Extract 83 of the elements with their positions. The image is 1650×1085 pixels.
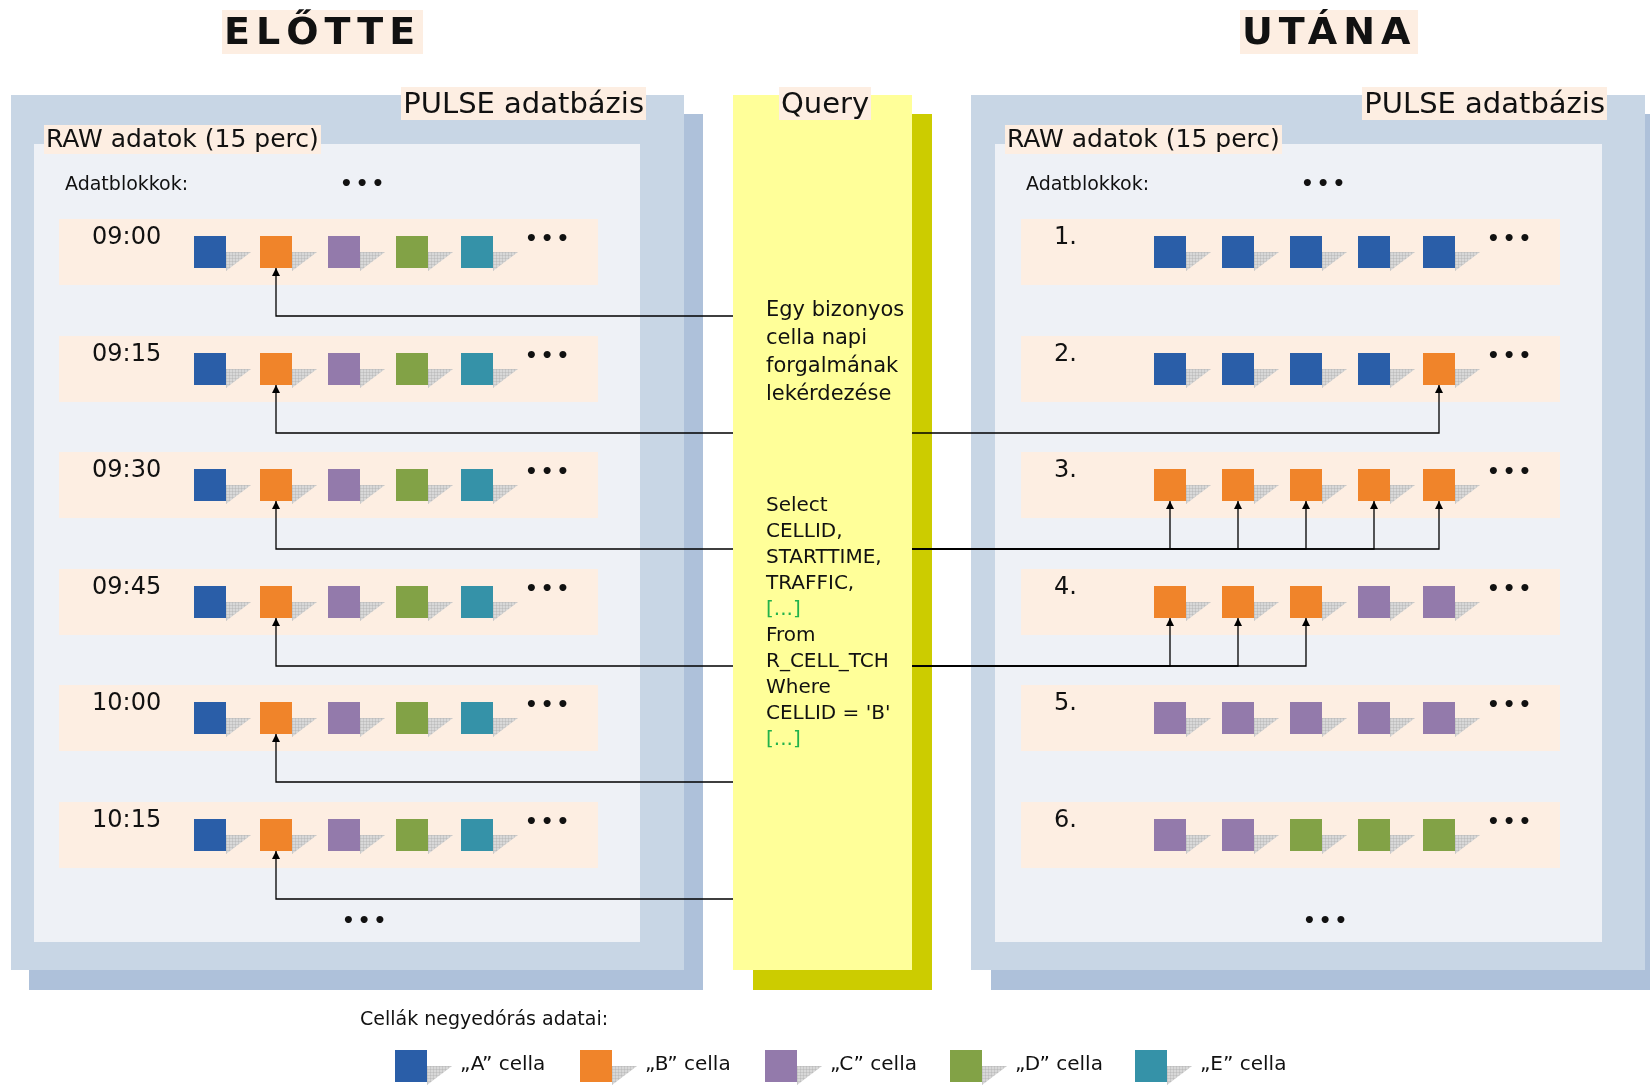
section-title: UTÁNA	[1240, 10, 1419, 54]
legend-label: „E” cella	[1200, 1052, 1287, 1075]
data-block-row	[1021, 219, 1560, 285]
panel-heading: RAW adatok (15 perc)	[44, 125, 321, 154]
row-label: 09:15	[92, 340, 162, 368]
connector-arrow	[272, 384, 734, 434]
sql-ellipsis: [...]	[766, 725, 802, 751]
ellipsis-dots: •••	[1487, 810, 1535, 833]
sql-text: From R_CELL_TCH Where CELLID = 'B'	[766, 621, 892, 725]
cell-data-square	[1154, 469, 1186, 501]
connector-arrow	[272, 850, 734, 900]
cell-data-square	[260, 702, 292, 734]
cell-data-square	[260, 586, 292, 618]
cell-data-square	[1290, 469, 1322, 501]
cell-data-square	[260, 236, 292, 268]
row-label: 3.	[1054, 456, 1077, 484]
legend-label: „D” cella	[1015, 1052, 1103, 1075]
ellipsis-dots: •••	[1303, 909, 1351, 932]
description-text: Egy bizonyos cella napi forgalmának lekérdezése	[766, 296, 906, 407]
cell-data-square	[1222, 586, 1254, 618]
cell-data-square	[1222, 469, 1254, 501]
connector-arrow	[272, 500, 734, 550]
connector-arrow	[272, 733, 734, 783]
data-block-row	[59, 802, 598, 868]
row-label: 09:00	[92, 223, 162, 251]
block-label: Adatblokkok:	[1026, 173, 1150, 195]
panel-heading: RAW adatok (15 perc)	[1005, 125, 1282, 154]
row-label: 6.	[1054, 806, 1077, 834]
row-label: 5.	[1054, 689, 1077, 717]
row-label: 09:45	[92, 573, 162, 601]
panel-heading: PULSE adatbázis	[401, 87, 646, 121]
cell-data-square	[1290, 586, 1322, 618]
ellipsis-dots: •••	[525, 227, 573, 250]
sql-ellipsis: [...]	[766, 595, 802, 621]
panel-heading: PULSE adatbázis	[1362, 87, 1607, 121]
ellipsis-dots: •••	[1487, 227, 1535, 250]
row-label: 2.	[1054, 340, 1077, 368]
legend-label: „A” cella	[460, 1052, 546, 1075]
row-label: 10:00	[92, 689, 162, 717]
ellipsis-dots: •••	[525, 460, 573, 483]
legend-label: „B” cella	[645, 1052, 731, 1075]
cell-data-square	[260, 353, 292, 385]
row-label: 09:30	[92, 456, 162, 484]
ellipsis-dots: •••	[525, 344, 573, 367]
data-block-row	[59, 685, 598, 751]
legend-title: Cellák negyedórás adatai:	[360, 1008, 609, 1030]
row-label: 4.	[1054, 573, 1077, 601]
data-block-row	[59, 569, 598, 635]
data-block-row	[1021, 685, 1560, 751]
sql-text: Select CELLID, STARTTIME, TRAFFIC,	[766, 491, 883, 595]
cell-data-square	[260, 819, 292, 851]
query-heading: Query	[779, 87, 872, 121]
cell-data-square	[260, 469, 292, 501]
legend-label: „C” cella	[830, 1052, 917, 1075]
cell-data-square	[1423, 469, 1455, 501]
cell-data-square	[1358, 469, 1390, 501]
connector-arrow	[272, 267, 734, 317]
cell-data-square	[1423, 353, 1455, 385]
ellipsis-dots: •••	[1487, 577, 1535, 600]
block-label: Adatblokkok:	[65, 173, 189, 195]
ellipsis-dots: •••	[342, 909, 390, 932]
data-block-row	[1021, 336, 1560, 402]
ellipsis-dots: •••	[1487, 460, 1535, 483]
ellipsis-dots: •••	[525, 693, 573, 716]
connector-arrow	[272, 617, 734, 667]
connector-arrow	[911, 617, 1310, 667]
data-block-row	[1021, 452, 1560, 518]
connector-arrow	[911, 384, 1443, 434]
ellipsis-dots: •••	[1301, 172, 1349, 195]
data-block-row	[1021, 802, 1560, 868]
ellipsis-dots: •••	[525, 810, 573, 833]
ellipsis-dots: •••	[525, 577, 573, 600]
section-title: ELŐTTE	[222, 10, 424, 54]
cell-data-square	[1154, 586, 1186, 618]
data-block-row	[1021, 569, 1560, 635]
row-label: 10:15	[92, 806, 162, 834]
data-block-row	[59, 336, 598, 402]
data-block-row	[59, 452, 598, 518]
data-block-row	[59, 219, 598, 285]
row-label: 1.	[1054, 223, 1077, 251]
ellipsis-dots: •••	[340, 172, 388, 195]
ellipsis-dots: •••	[1487, 693, 1535, 716]
ellipsis-dots: •••	[1487, 344, 1535, 367]
